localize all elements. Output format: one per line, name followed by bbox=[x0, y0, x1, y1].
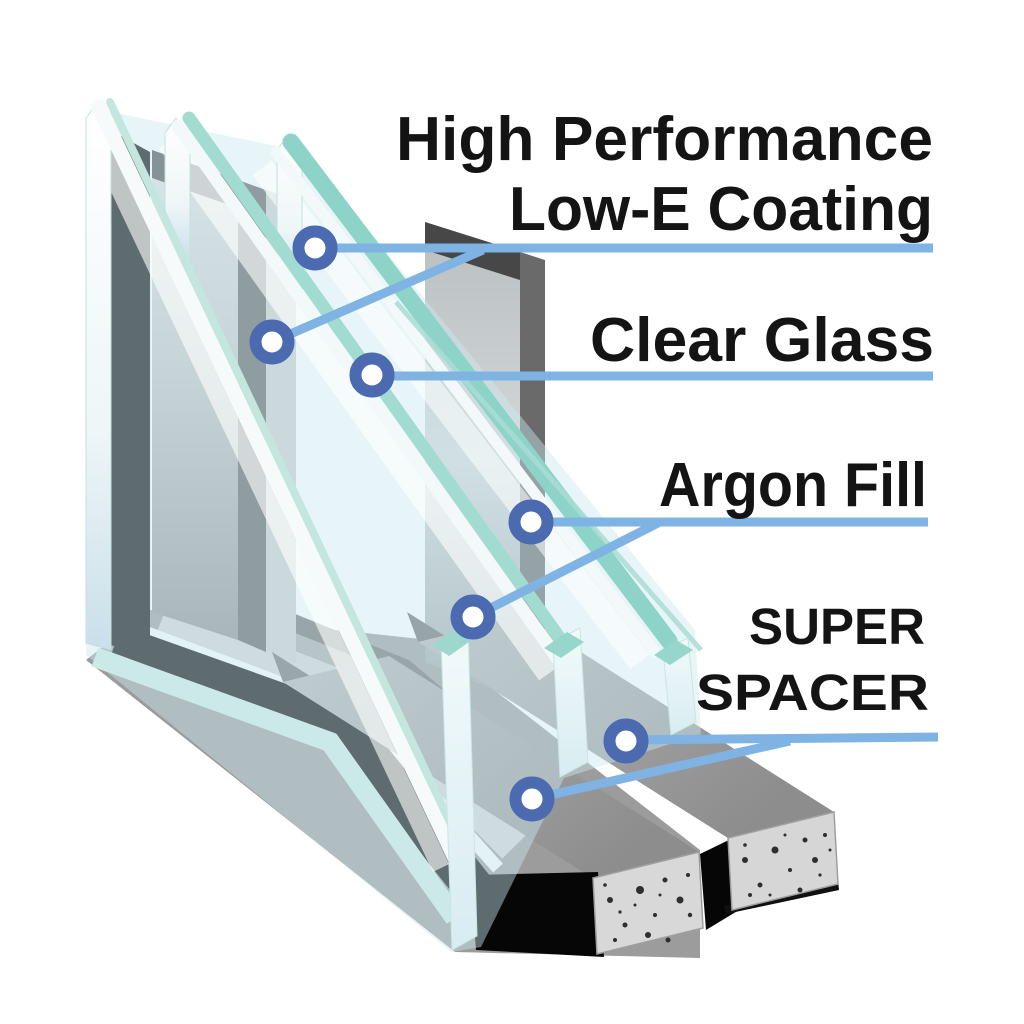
callout-markers bbox=[249, 225, 649, 822]
lowe-marker-1 bbox=[292, 225, 338, 271]
frame-black-vertical bbox=[110, 130, 150, 655]
label-super-spacer-line1: SUPER bbox=[749, 598, 925, 655]
pane1-top-edge-white bbox=[91, 99, 463, 866]
spacer-bar1-undershadow bbox=[470, 872, 604, 957]
spacer-bar2-speckles bbox=[742, 833, 832, 897]
argon-callout-diagonal bbox=[470, 518, 661, 622]
label-clear-glass: Clear Glass bbox=[590, 306, 934, 375]
label-low-e-line2: Low-E Coating bbox=[509, 175, 933, 244]
label-super-spacer-line2: SPACER bbox=[696, 664, 929, 721]
glass-panes bbox=[79, 98, 703, 952]
pane3-end-bevel bbox=[654, 640, 693, 665]
pane2-end-bevel bbox=[544, 632, 584, 658]
pane1-reflection-streak bbox=[79, 118, 450, 872]
sill-band-glass bbox=[91, 647, 464, 924]
label-low-e-line1: High Performance bbox=[396, 105, 933, 174]
pane1-top-edge-teal bbox=[106, 98, 468, 856]
callout-lines bbox=[270, 243, 939, 804]
spacer-marker-1 bbox=[603, 718, 649, 764]
pane1-left-edge bbox=[85, 102, 112, 651]
spacer-bar2-end-face bbox=[727, 811, 839, 911]
spacer-callout-diagonal bbox=[531, 736, 791, 804]
lowe-marker-2 bbox=[249, 319, 295, 365]
argon-marker-1 bbox=[508, 499, 554, 545]
callout-labels: High Performance Low-E Coating Clear Gla… bbox=[396, 105, 934, 721]
label-argon-fill: Argon Fill bbox=[659, 451, 927, 520]
pane2-reflection-streak bbox=[159, 135, 557, 681]
pane2-end-slab bbox=[552, 627, 589, 778]
lowe-callout-diagonal bbox=[270, 245, 485, 347]
pane3-top-edge-teal bbox=[282, 133, 678, 650]
spacer-callout-line bbox=[625, 732, 939, 745]
spacer-bar1-end-face bbox=[592, 851, 704, 955]
argon-marker-2 bbox=[450, 594, 496, 640]
pane3-top-edge-white bbox=[270, 146, 661, 658]
spacer-marker-2 bbox=[509, 776, 555, 822]
clear-glass-marker bbox=[349, 352, 395, 398]
pane3-far-edge-line bbox=[394, 300, 703, 652]
spacer-bar1-speckles bbox=[603, 873, 693, 943]
glass-tint-overlay bbox=[86, 108, 701, 952]
